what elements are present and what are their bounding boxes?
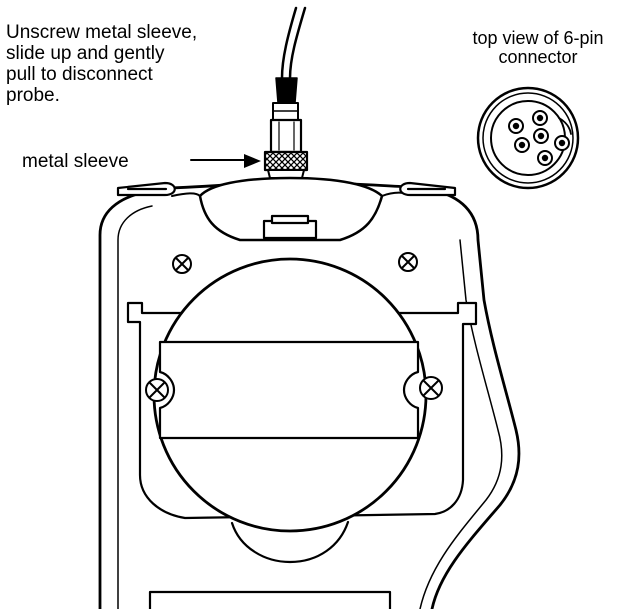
screw-cover-left — [145, 378, 169, 402]
instruction-line: pull to disconnect — [6, 64, 153, 85]
connector-caption: top view of 6-pin connector — [454, 29, 622, 67]
six-pin-connector-icon — [476, 86, 580, 190]
lower-window — [148, 590, 392, 609]
probe-port — [262, 214, 318, 240]
instruction-line: probe. — [6, 85, 60, 106]
screw-top-left — [172, 254, 192, 274]
instruction-line: Unscrew metal sleeve, — [6, 22, 198, 43]
sleeve-pointer-arrow — [190, 154, 261, 168]
connector-caption-line: top view of 6-pin — [472, 28, 604, 48]
connector-caption-line: connector — [498, 47, 578, 67]
belt-clip-left — [116, 181, 176, 197]
probe-cable — [280, 6, 307, 80]
metal-sleeve — [263, 150, 309, 172]
metal-sleeve-label: metal sleeve — [22, 151, 129, 172]
instruction-line: slide up and gently — [6, 43, 165, 64]
screw-top-right — [398, 252, 418, 272]
label-plate — [158, 340, 420, 440]
probe-connector — [269, 77, 303, 154]
disconnect-instructions: Unscrew metal sleeve, slide up and gentl… — [6, 22, 197, 106]
belt-clip-right — [399, 181, 457, 197]
screw-cover-right — [419, 376, 443, 400]
